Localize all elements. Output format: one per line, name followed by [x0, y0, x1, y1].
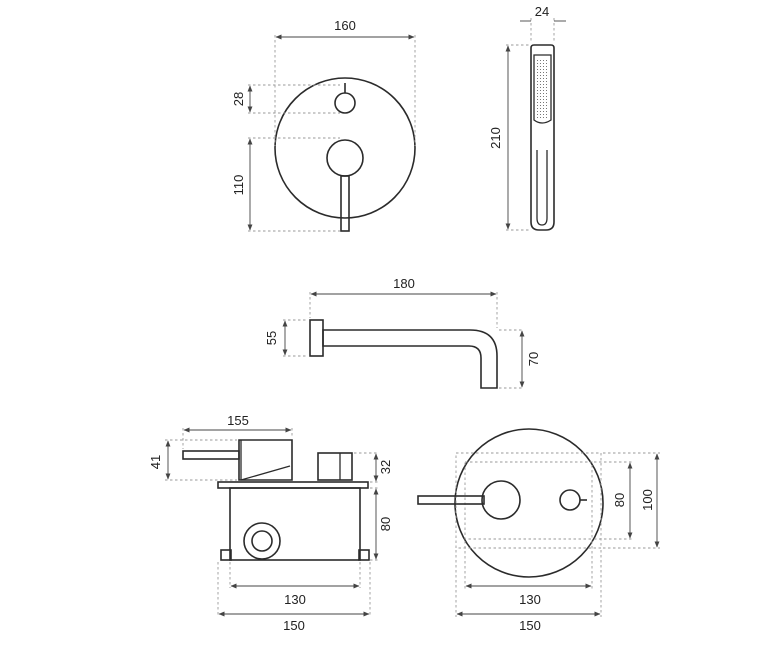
dim-handle-offset: 28 — [231, 92, 246, 106]
spout-wall-flange — [309, 319, 324, 357]
spray-nozzle-grid — [536, 58, 549, 118]
dim-box-width-outer: 150 — [283, 618, 305, 633]
dim-front-box-height: 80 — [612, 493, 627, 507]
diverter-knob — [334, 92, 356, 114]
dim-side-lever: 41 — [148, 455, 163, 469]
mixer-hub — [326, 139, 364, 177]
dim-front-width-inner: 130 — [519, 592, 541, 607]
dim-spout-height: 55 — [264, 331, 279, 345]
side-mixer-bevel — [240, 465, 291, 481]
spout-body — [322, 329, 498, 389]
side-view-mixer — [182, 439, 370, 561]
box-foot-left — [220, 549, 232, 561]
concealed-box — [229, 487, 361, 561]
box-port-inner — [251, 530, 273, 552]
side-view-dimensions: 155 41 32 80 130 150 — [148, 413, 393, 633]
dim-spout-length: 180 — [393, 276, 415, 291]
dim-front-plate-height: 100 — [640, 489, 655, 511]
installed-view-dimensions: 80 100 130 150 — [455, 452, 660, 633]
dim-plate-width: 160 — [334, 18, 356, 33]
spout — [309, 319, 498, 389]
hand-shower-body — [530, 44, 555, 231]
installed-cover-plate — [454, 428, 604, 578]
mixer-lever — [340, 175, 350, 232]
dim-spout-drop: 70 — [526, 352, 541, 366]
dim-box-width-inner: 130 — [284, 592, 306, 607]
dim-shower-length: 210 — [488, 127, 503, 149]
dim-side-depth: 155 — [227, 413, 249, 428]
side-lever — [182, 450, 240, 460]
round-cover-plate — [274, 77, 416, 219]
hand-shower-handle-groove — [536, 150, 548, 226]
dim-shower-width: 24 — [535, 4, 549, 19]
front-view-installed — [417, 428, 604, 578]
installed-mixer-hub — [481, 480, 521, 520]
hand-shower — [530, 44, 555, 231]
installed-diverter-knob — [559, 489, 581, 511]
dim-front-width-outer: 150 — [519, 618, 541, 633]
dim-side-knob: 32 — [378, 460, 393, 474]
side-diverter-knob — [317, 452, 353, 481]
side-mixer-body — [238, 439, 293, 481]
side-mounting-plate — [217, 481, 369, 489]
box-port-outer — [243, 522, 281, 560]
spout-dimensions: 180 55 70 — [264, 276, 541, 389]
dim-lever-height: 110 — [231, 175, 246, 196]
front-view-dimensions: 160 28 110 — [231, 18, 416, 232]
hand-shower-dimensions: 24 210 — [488, 4, 566, 231]
installed-lever — [417, 495, 485, 505]
hidden-box-outline-inner — [464, 461, 593, 540]
front-view-plate — [274, 77, 416, 232]
box-foot-right — [358, 549, 370, 561]
hand-shower-head-face — [533, 54, 552, 124]
dim-box-height: 80 — [378, 517, 393, 531]
hidden-box-outline-outer — [455, 452, 602, 549]
